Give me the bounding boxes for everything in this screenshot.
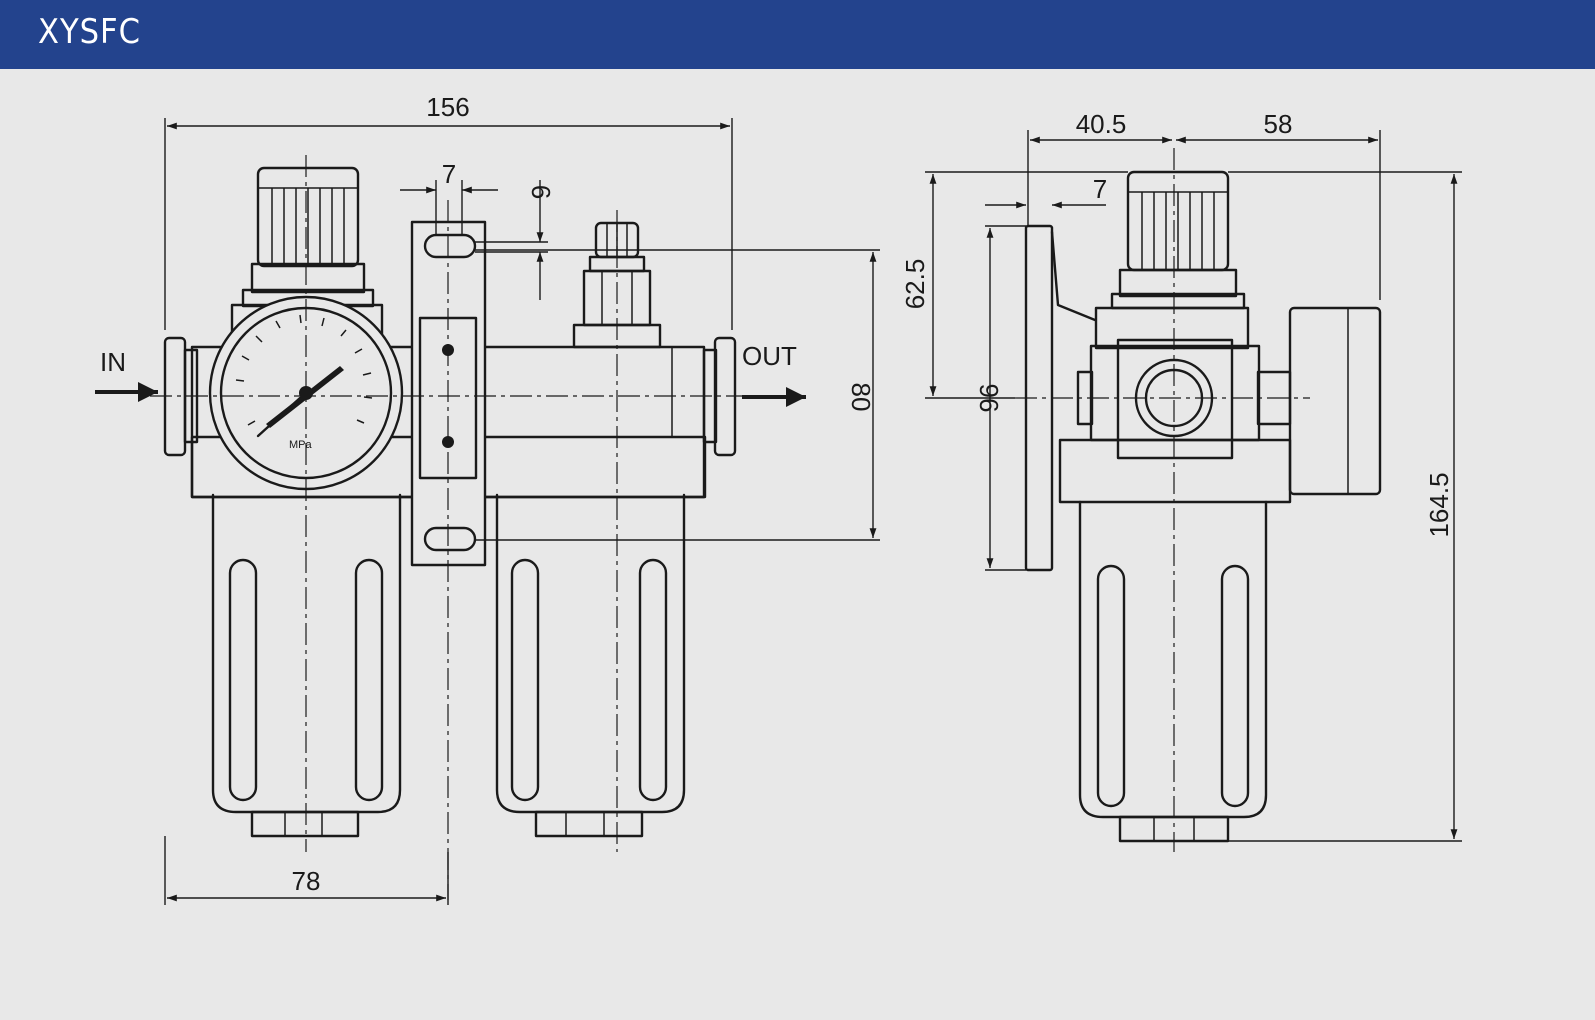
lubricator-bowl (495, 493, 686, 838)
dim-half-width: 78 (292, 866, 321, 896)
dim-port-spacing: 80 (846, 383, 876, 412)
dim-side-right-depth: 58 (1264, 109, 1293, 139)
side-knob (1110, 170, 1246, 310)
filter-bowl (211, 493, 402, 838)
dim-bracket-height: 96 (974, 384, 1004, 413)
dim-overall-height: 164.5 (1424, 472, 1454, 537)
model-title: XYSFC (38, 12, 142, 52)
dim-bracket-hole-height: 6 (526, 185, 556, 199)
side-bowl (1078, 500, 1268, 843)
side-bonnet (1094, 306, 1250, 350)
front-view: MPa IN O (95, 92, 880, 905)
dim-top-to-port: 62.5 (900, 259, 930, 310)
dim-bracket-hole-width: 7 (442, 159, 456, 189)
dim-overall-width: 156 (426, 92, 469, 122)
side-view: 40.5 58 7 62.5 96 164.5 (900, 109, 1462, 852)
regulator-knob (241, 166, 375, 308)
dim-side-left-depth: 40.5 (1076, 109, 1127, 139)
lubricator-body (474, 345, 706, 499)
outlet-label: OUT (742, 341, 797, 371)
side-gauge (1288, 306, 1382, 496)
gauge-unit-label: MPa (289, 439, 313, 451)
title-bar: XYSFC (0, 0, 1595, 69)
dim-side-bracket-offset: 7 (1093, 174, 1107, 204)
inlet-label: IN (100, 347, 126, 377)
